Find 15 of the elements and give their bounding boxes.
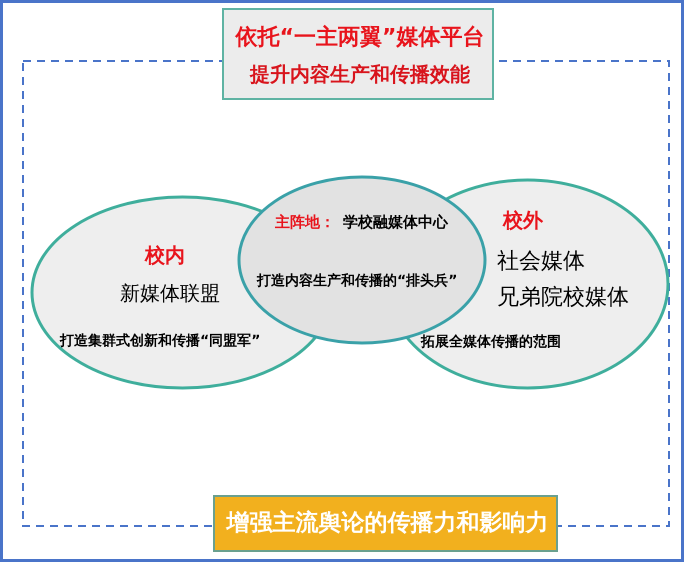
ellipse-text: 兄弟院校媒体 [497,284,630,312]
ellipse-note: 打造集群式创新和传播“同盟军” [60,333,262,350]
ellipse-heading: 主阵地： [275,213,336,232]
ellipse-note: 打造内容生产和传播的“排头兵” [257,273,458,290]
ellipse-note: 拓展全媒体传播的范围 [421,334,562,352]
banner-text: 增强主流舆论的传播力和影响力 [224,509,550,538]
banner-box [213,495,558,552]
ellipse-heading: 校外 [503,208,544,233]
title-box [222,8,494,100]
ellipse-text: 社会媒体 [497,248,586,276]
ellipse-text: 学校融媒体中心 [343,213,450,232]
heading-text: 依托“一主两翼”媒体平台 [234,24,486,52]
subheading-text: 提升内容生产和传播效能 [248,62,471,87]
ellipse-text: 新媒体联盟 [120,281,221,306]
ellipse-heading: 校内 [145,243,186,268]
